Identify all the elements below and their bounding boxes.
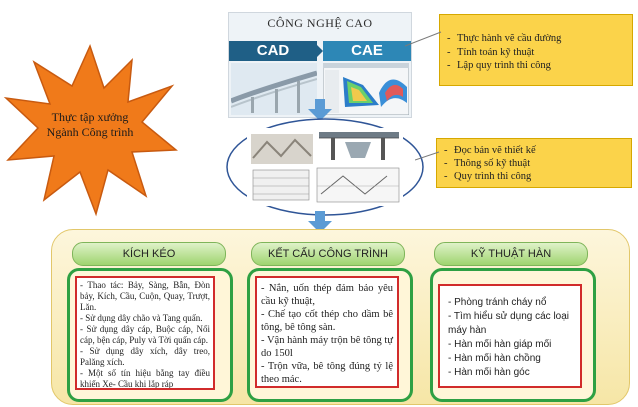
list-item: - Nắn, uốn thép đảm bảo yêu cầu kỹ thuật… (261, 283, 393, 307)
note-mid-item: Đọc bản vẽ thiết kế (444, 144, 631, 157)
column-header-kich-keo: KÍCH KÉO (72, 242, 226, 266)
note-top: Thực hành vẽ cầu đường Tính toán kỹ thuậ… (439, 14, 633, 86)
down-arrow (308, 99, 332, 121)
star-label: Thực tập xưởng Ngành Công trình (40, 110, 140, 140)
list-item: - Hàn mối hàn chồng (448, 353, 541, 364)
list-item: - Chế tạo cốt thép cho dầm bê tông, bê t… (261, 309, 393, 333)
drawing-photo (247, 128, 403, 206)
list-item: - Trộn vữa, bê tông đúng tỷ lệ theo mác. (261, 361, 393, 385)
connector-mid (415, 151, 440, 161)
connector-top (405, 31, 442, 47)
column-ket-cau-text: - Nắn, uốn thép đảm bảo yêu cầu kỹ thuật… (255, 276, 399, 388)
list-item: - Sử dụng dây chão và Tang quấn. (80, 313, 203, 323)
cad-model-photo (231, 63, 317, 115)
note-mid-item: Thông số kỹ thuật (444, 157, 631, 170)
fem-simulation-photo (323, 63, 409, 115)
column-header-ky-thuat-han: KỸ THUẬT HÀN (434, 242, 588, 266)
list-item: - Sử dụng dây cáp, Buộc cáp, Nối cáp, bệ… (80, 324, 210, 345)
cae-label: CAE (323, 41, 411, 61)
list-item: - Sử dụng dây xích, dây treo, Palăng xíc… (80, 346, 210, 367)
column-header-ket-cau: KẾT CẤU CÔNG TRÌNH (251, 242, 405, 266)
star-label-line2: Ngành Công trình (46, 125, 134, 139)
note-top-item: Thực hành vẽ cầu đường (447, 32, 632, 46)
list-item: - Hàn mối hàn góc (448, 367, 530, 378)
list-item: - Vận hành máy trộn bê tông tự do 150l (261, 335, 393, 359)
note-top-item: Lập quy trình thi công (447, 59, 632, 73)
cad-cae-banner: CÔNG NGHỆ CAO CAD CAE (228, 12, 412, 118)
list-item: - Một số tín hiệu bằng tay điều khiển Xe… (80, 368, 210, 389)
star-burst (3, 43, 178, 217)
list-item: - Hàn mối hàn giáp mối (448, 339, 552, 350)
list-item: - Phòng tránh cháy nổ (448, 297, 547, 308)
star-label-line1: Thực tập xưởng (51, 110, 129, 124)
column-ky-thuat-han-text: - Phòng tránh cháy nổ - Tìm hiểu sử dụng… (438, 284, 582, 388)
cad-label: CAD (229, 41, 317, 61)
down-arrow (308, 211, 332, 233)
note-mid-item: Quy trình thi công (444, 170, 631, 183)
note-top-item: Tính toán kỹ thuật (447, 46, 632, 60)
chevron-right-icon (313, 41, 323, 61)
column-kich-keo-text: - Thao tác: Bảy, Sàng, Bẫn, Đòn bảy, Kíc… (75, 276, 215, 390)
list-item: - Thao tác: Bảy, Sàng, Bẫn, Đòn bảy, Kíc… (80, 280, 210, 312)
note-mid: Đọc bản vẽ thiết kế Thông số kỹ thuật Qu… (436, 138, 632, 188)
banner-title: CÔNG NGHỆ CAO (267, 16, 373, 30)
star-shape (3, 43, 178, 217)
list-item: - Tìm hiểu sử dụng các loại máy hàn (448, 311, 570, 336)
